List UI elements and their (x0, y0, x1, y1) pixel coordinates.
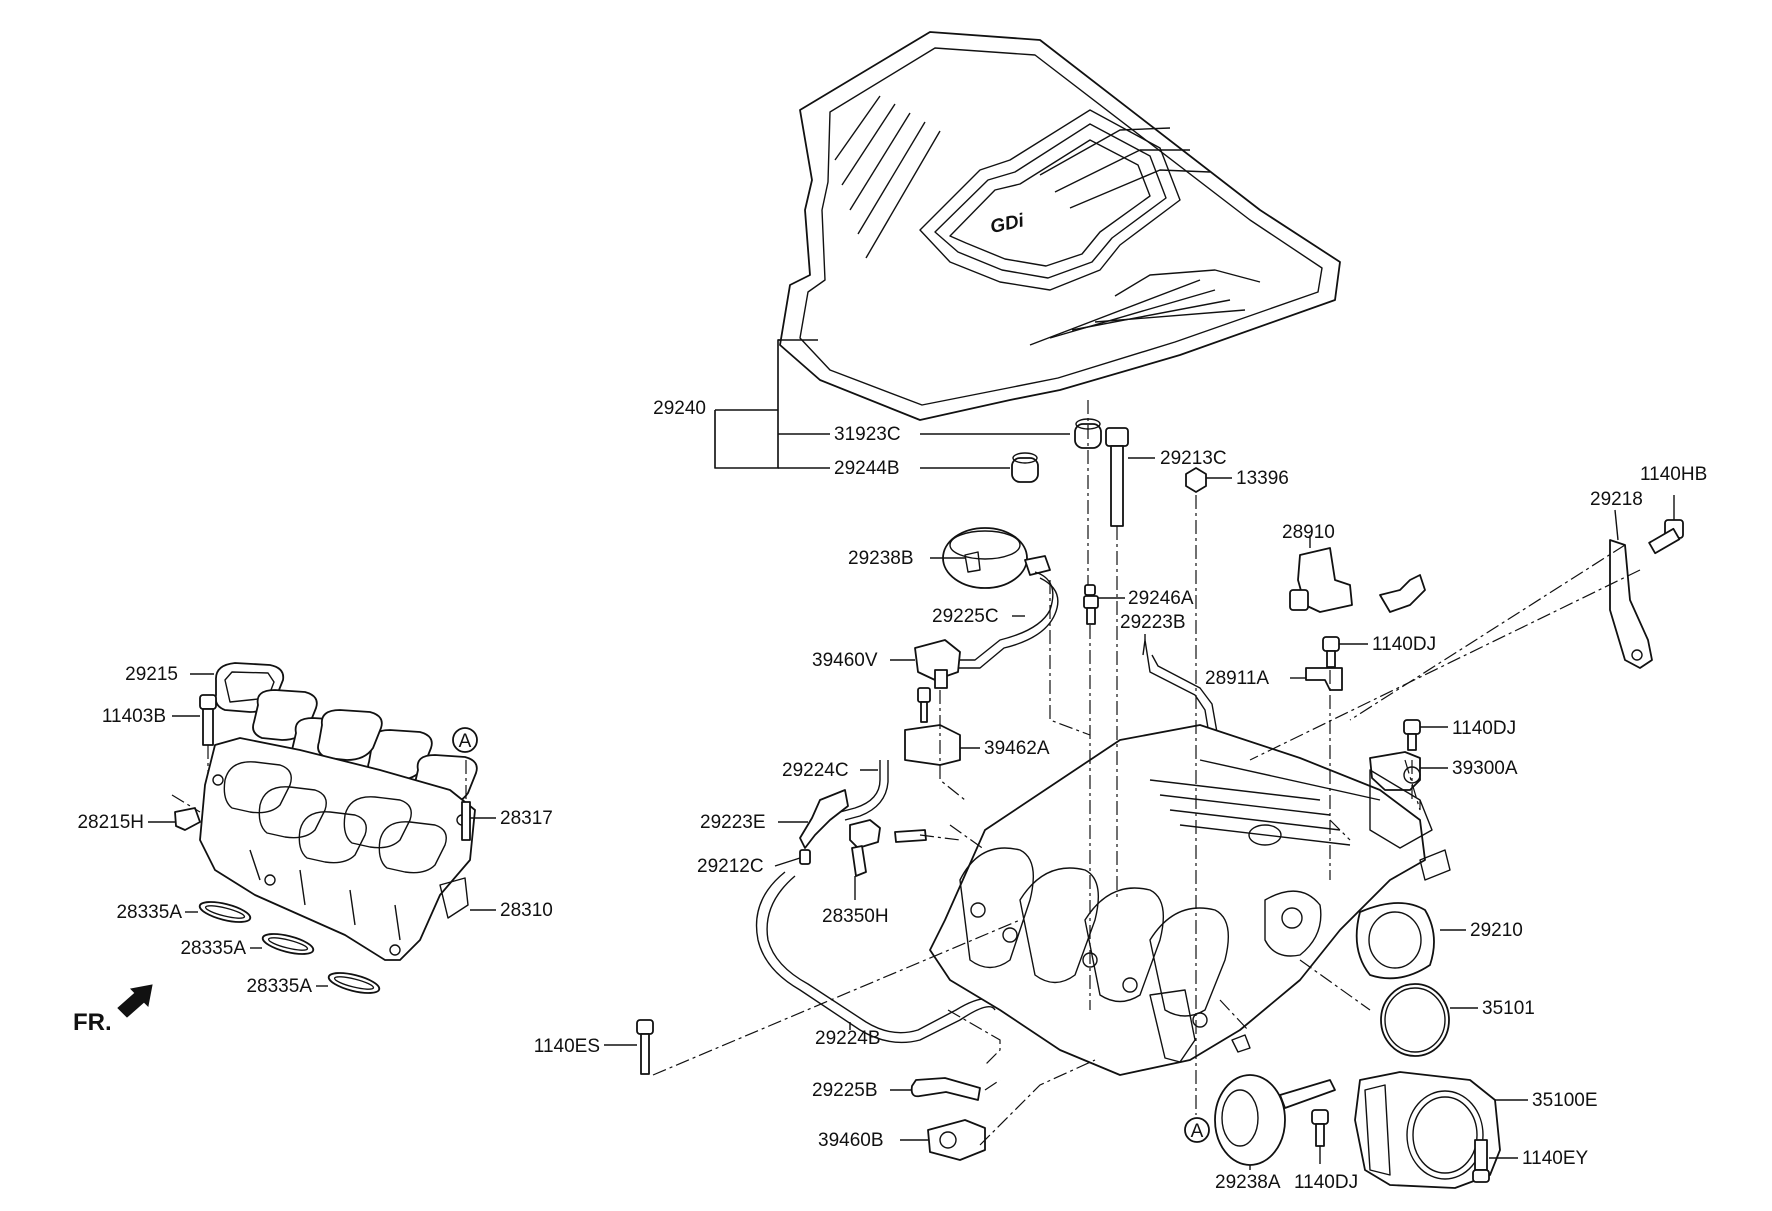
label-39462A: 39462A (984, 738, 1050, 759)
label-29224B: 29224B (815, 1028, 881, 1049)
intake-manifold (929, 724, 1451, 1076)
oring-35101 (1380, 983, 1478, 1057)
valve-28910 (1289, 535, 1426, 613)
bolt-1140DJ-c (1311, 1109, 1329, 1164)
bolt-1140EY (1472, 1139, 1518, 1183)
throttle-body-35100E (1354, 1071, 1528, 1189)
label-1140DJ-a: 1140DJ (1372, 634, 1436, 655)
label-29238B: 29238B (848, 548, 914, 569)
ref-circle-a-top: A (452, 727, 478, 753)
label-29246A: 29246A (1128, 588, 1194, 609)
label-28910: 28910 (1282, 522, 1335, 543)
svg-text:FR.: FR. (73, 1009, 112, 1036)
hose-29225C (949, 571, 1059, 671)
label-29223E: 29223E (700, 812, 766, 833)
clip-29212C (774, 849, 811, 867)
bracket-29218 (1609, 509, 1653, 669)
seal-28335A-3 (316, 972, 381, 994)
label-39460V: 39460V (812, 650, 878, 671)
label-29238A: 29238A (1215, 1172, 1281, 1193)
lower-manifold-28310 (199, 737, 496, 961)
label-29225C: 29225C (932, 606, 999, 627)
seal-28335A-1 (185, 901, 252, 923)
bracket-28911A (1290, 667, 1343, 691)
label-29218: 29218 (1590, 489, 1643, 510)
hose-29224C (839, 760, 889, 821)
label-29225B: 29225B (812, 1080, 878, 1101)
label-29213C: 29213C (1160, 448, 1227, 469)
valve-39460V (890, 639, 961, 689)
label-1140DJ-b: 1140DJ (1452, 718, 1516, 739)
clip-28215H (148, 794, 201, 831)
leader-29240 (714, 339, 830, 469)
valve-39460B (900, 1119, 986, 1161)
svg-text:A: A (1191, 1121, 1204, 1142)
sensor-39300A (1369, 751, 1448, 791)
fitting-28350H (849, 819, 927, 900)
gasket-29215 (190, 662, 478, 806)
bolt-1140DJ-b (1403, 719, 1448, 751)
seal-28335A-2 (250, 933, 315, 955)
label-28335A-1: 28335A (116, 902, 182, 923)
actuator-29238A (1214, 1074, 1336, 1170)
label-29224C: 29224C (782, 760, 849, 781)
label-28310: 28310 (500, 900, 553, 921)
label-11403B: 11403B (102, 706, 166, 727)
label-35100E: 35100E (1532, 1090, 1598, 1111)
label-28911A: 28911A (1205, 668, 1269, 689)
stud-28317 (461, 760, 496, 841)
label-1140ES: 1140ES (534, 1036, 600, 1057)
nut-13396 (1185, 467, 1232, 493)
svg-text:A: A (459, 731, 472, 752)
label-29210: 29210 (1470, 920, 1523, 941)
label-28317: 28317 (500, 808, 553, 829)
label-28335A-3: 28335A (246, 976, 312, 997)
label-35101: 35101 (1482, 998, 1535, 1019)
hose-29224B (755, 871, 1001, 1044)
grommet-31923C (920, 418, 1102, 449)
assembly-lines (652, 400, 1641, 1146)
label-29215: 29215 (125, 664, 178, 685)
label-13396: 13396 (1236, 468, 1289, 489)
label-29212C: 29212C (697, 856, 764, 877)
bolt-1140ES (604, 1019, 654, 1075)
bracket-39462A (904, 687, 980, 766)
engine-cover: GDi (779, 31, 1341, 421)
front-direction-arrow: FR. (73, 984, 153, 1036)
label-39300A: 39300A (1452, 758, 1518, 779)
bolt-29246A (1083, 584, 1125, 625)
label-39460B: 39460B (818, 1130, 884, 1151)
label-28335A-2: 28335A (180, 938, 246, 959)
hose-29223E (778, 789, 849, 849)
grommet-29244B (920, 452, 1039, 483)
bolt-11403B (172, 694, 217, 780)
hose-29223B (1142, 634, 1219, 741)
label-1140DJ-c: 1140DJ (1294, 1172, 1358, 1193)
label-1140EY: 1140EY (1522, 1148, 1589, 1169)
label-29223B: 29223B (1120, 612, 1186, 633)
ref-circle-a-bottom: A (1184, 1117, 1210, 1143)
label-1140HB: 1140HB (1640, 464, 1707, 485)
label-29244B: 29244B (834, 458, 900, 479)
label-31923C: 31923C (834, 424, 901, 445)
bolt-1140DJ-a (1322, 636, 1368, 668)
hose-29225B (890, 1077, 981, 1101)
label-28350H: 28350H (822, 906, 889, 927)
bolt-29213C (1105, 427, 1155, 527)
gasket-29210 (1355, 902, 1466, 980)
actuator-29238B (930, 527, 1051, 589)
bolt-1140HB (1648, 495, 1684, 555)
label-28215H: 28215H (77, 812, 144, 833)
label-29240: 29240 (653, 398, 706, 419)
